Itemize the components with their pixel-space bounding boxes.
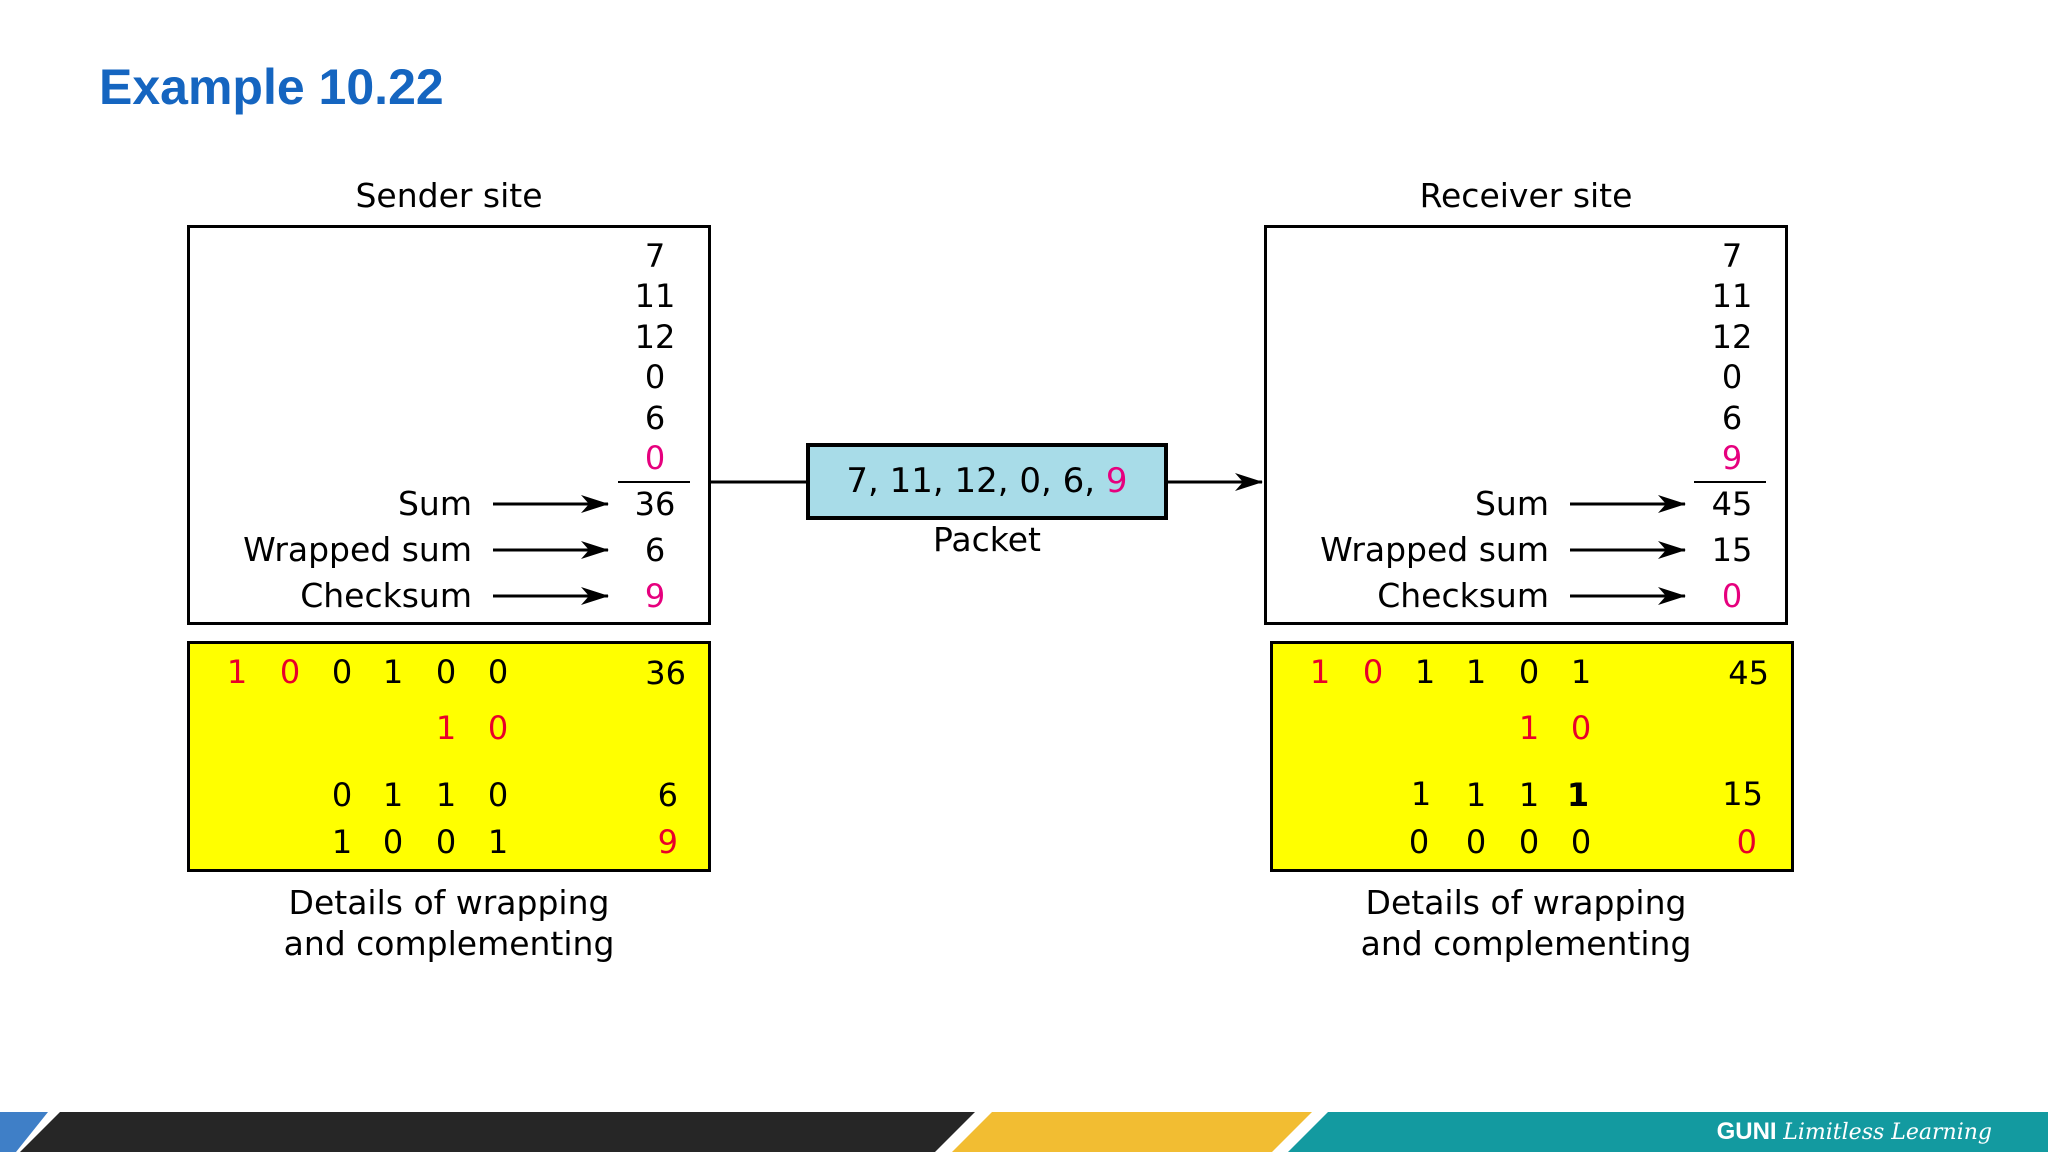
sender-sum-label: Sum bbox=[397, 484, 472, 523]
receiver-wrap-bit: 0 bbox=[1570, 709, 1592, 747]
receiver-sum-bit: 0 bbox=[1518, 653, 1540, 691]
packet-label: Packet bbox=[933, 520, 1041, 559]
sender-wrapped-bit: 1 bbox=[382, 776, 404, 814]
sender-caption-line2: and complementing bbox=[283, 924, 615, 963]
sender-wrap-bit: 0 bbox=[487, 709, 509, 747]
sender-wrapped-bit: 1 bbox=[435, 776, 457, 814]
receiver-carry-bit: 1 bbox=[1309, 653, 1331, 691]
receiver-details-complement: 0 bbox=[1736, 823, 1757, 861]
receiver-sum-bit: 1 bbox=[1414, 653, 1436, 691]
footer-brand: GUNI Limitless Learning bbox=[1717, 1118, 1992, 1146]
receiver-wrapped-bit: 1 bbox=[1518, 776, 1540, 814]
receiver-checksum-value: 0 bbox=[1721, 577, 1743, 615]
sender-sum-bit: 0 bbox=[487, 653, 509, 691]
sender-checksum-value: 9 bbox=[644, 577, 666, 615]
sender-value: 0 bbox=[644, 358, 666, 396]
sender-details-complement: 9 bbox=[657, 823, 678, 861]
footer-tagline: Limitless Learning bbox=[1783, 1120, 1992, 1145]
receiver-caption-line1: Details of wrapping bbox=[1365, 883, 1687, 922]
sender-details-wrapped: 6 bbox=[657, 776, 678, 814]
sender-carry-bit: 0 bbox=[279, 653, 301, 691]
sender-sum-bit: 1 bbox=[382, 653, 404, 691]
sender-complement-bit: 1 bbox=[487, 823, 509, 861]
receiver-checksum-label: Checksum bbox=[1377, 576, 1549, 615]
receiver-wrapped-bit: 1 bbox=[1465, 776, 1487, 814]
receiver-value: 6 bbox=[1721, 399, 1743, 437]
receiver-carry-bit: 0 bbox=[1362, 653, 1384, 691]
receiver-details-box bbox=[1270, 641, 1794, 872]
receiver-caption-line2: and complementing bbox=[1360, 924, 1692, 963]
sender-sum-bit: 0 bbox=[435, 653, 457, 691]
sender-details-sum: 36 bbox=[645, 654, 686, 692]
footer-bar bbox=[0, 1112, 2048, 1152]
receiver-sum-bit: 1 bbox=[1465, 653, 1487, 691]
receiver-value: 12 bbox=[1711, 318, 1753, 356]
receiver-details-sum: 45 bbox=[1728, 654, 1769, 692]
sender-checksum-label: Checksum bbox=[300, 576, 472, 615]
receiver-complement-bit: 0 bbox=[1408, 823, 1430, 861]
sender-complement-bit: 0 bbox=[382, 823, 404, 861]
receiver-sum-bit: 1 bbox=[1570, 653, 1592, 691]
sender-wrapped-sum-label: Wrapped sum bbox=[243, 530, 472, 569]
receiver-value: 7 bbox=[1721, 237, 1743, 275]
receiver-box bbox=[1264, 225, 1788, 625]
sender-value: 12 bbox=[634, 318, 676, 356]
footer-brand-name: GUNI bbox=[1716, 1118, 1777, 1145]
sender-complement-bit: 1 bbox=[331, 823, 353, 861]
sender-complement-bit: 0 bbox=[435, 823, 457, 861]
receiver-complement-bit: 0 bbox=[1570, 823, 1592, 861]
receiver-complement-bit: 0 bbox=[1518, 823, 1540, 861]
receiver-wrapped-sum-label: Wrapped sum bbox=[1320, 530, 1549, 569]
receiver-value-checksum: 9 bbox=[1721, 439, 1743, 477]
sender-wrap-bit: 1 bbox=[435, 709, 457, 747]
sender-carry-bit: 1 bbox=[226, 653, 248, 691]
sender-value: 6 bbox=[644, 399, 666, 437]
sender-wrapped-sum-value: 6 bbox=[644, 531, 666, 569]
receiver-value: 0 bbox=[1721, 358, 1743, 396]
packet-values: 7, 11, 12, 0, 6, bbox=[846, 461, 1106, 501]
sender-sum-bit: 0 bbox=[331, 653, 353, 691]
slide-title: Example 10.22 bbox=[99, 59, 444, 115]
sender-box bbox=[187, 225, 711, 625]
receiver-wrapped-bit: 1 bbox=[1410, 775, 1432, 813]
receiver-wrapped-bit: 1 bbox=[1566, 776, 1590, 814]
sender-sum-value: 36 bbox=[634, 485, 676, 523]
receiver-sum-label: Sum bbox=[1474, 484, 1549, 523]
packet-box: 7, 11, 12, 0, 6, 9 bbox=[806, 443, 1168, 520]
sender-wrapped-bit: 0 bbox=[487, 776, 509, 814]
receiver-details-wrapped: 15 bbox=[1722, 775, 1763, 813]
receiver-title: Receiver site bbox=[1419, 176, 1633, 215]
receiver-complement-bit: 0 bbox=[1465, 823, 1487, 861]
packet-checksum: 9 bbox=[1105, 461, 1128, 501]
sender-value: 11 bbox=[634, 277, 676, 315]
receiver-wrapped-sum-value: 15 bbox=[1711, 531, 1753, 569]
sender-title: Sender site bbox=[355, 176, 543, 215]
receiver-sum-value: 45 bbox=[1711, 485, 1753, 523]
receiver-wrap-bit: 1 bbox=[1518, 709, 1540, 747]
sender-details-box bbox=[187, 641, 711, 872]
sender-caption-line1: Details of wrapping bbox=[288, 883, 610, 922]
sender-value: 7 bbox=[644, 237, 666, 275]
sender-wrapped-bit: 0 bbox=[331, 776, 353, 814]
receiver-value: 11 bbox=[1711, 277, 1753, 315]
sender-value-checksum-placeholder: 0 bbox=[644, 439, 666, 477]
